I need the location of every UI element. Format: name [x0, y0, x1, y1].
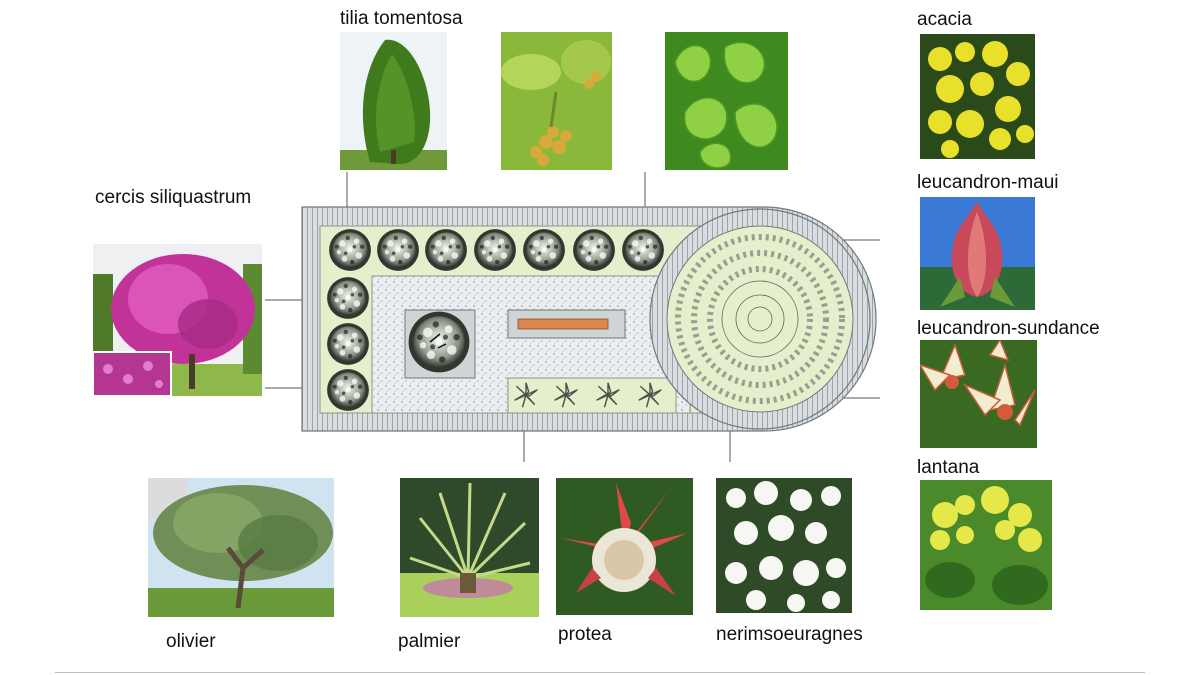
- photo-cercis-tree: [93, 244, 262, 396]
- photo-protea: [556, 478, 693, 615]
- olive-tree-symbol: [408, 311, 470, 373]
- label-olivier: olivier: [166, 631, 216, 652]
- cercis-column: [327, 277, 369, 411]
- photo-tilia-leaves: [665, 32, 788, 170]
- label-palmier: palmier: [398, 631, 461, 652]
- photo-tilia-tree: [340, 32, 447, 170]
- label-lantana: lantana: [917, 457, 980, 478]
- photo-palm-tree: [400, 478, 539, 617]
- label-nerium: nerimsoeuragnes: [716, 624, 863, 645]
- label-leucandron-maui: leucandron-maui: [917, 172, 1059, 193]
- label-cercis: cercis siliquastrum: [95, 187, 252, 208]
- label-protea: protea: [558, 624, 612, 645]
- bottom-divider: [55, 672, 1145, 673]
- label-leucandron-sundance: leucandron-sundance: [917, 318, 1100, 339]
- label-tilia: tilia tomentosa: [340, 8, 463, 29]
- photo-olive-tree: [148, 478, 334, 617]
- photo-tilia-flowers: [501, 32, 612, 170]
- photo-leucandron-maui: [920, 197, 1035, 310]
- label-acacia: acacia: [917, 9, 972, 30]
- photo-acacia: [920, 34, 1035, 159]
- photo-lantana: [920, 480, 1052, 610]
- photo-nerium: [716, 478, 852, 613]
- bench: [517, 318, 609, 330]
- photo-leucandron-sundance: [920, 340, 1037, 448]
- circular-garden: [649, 208, 871, 430]
